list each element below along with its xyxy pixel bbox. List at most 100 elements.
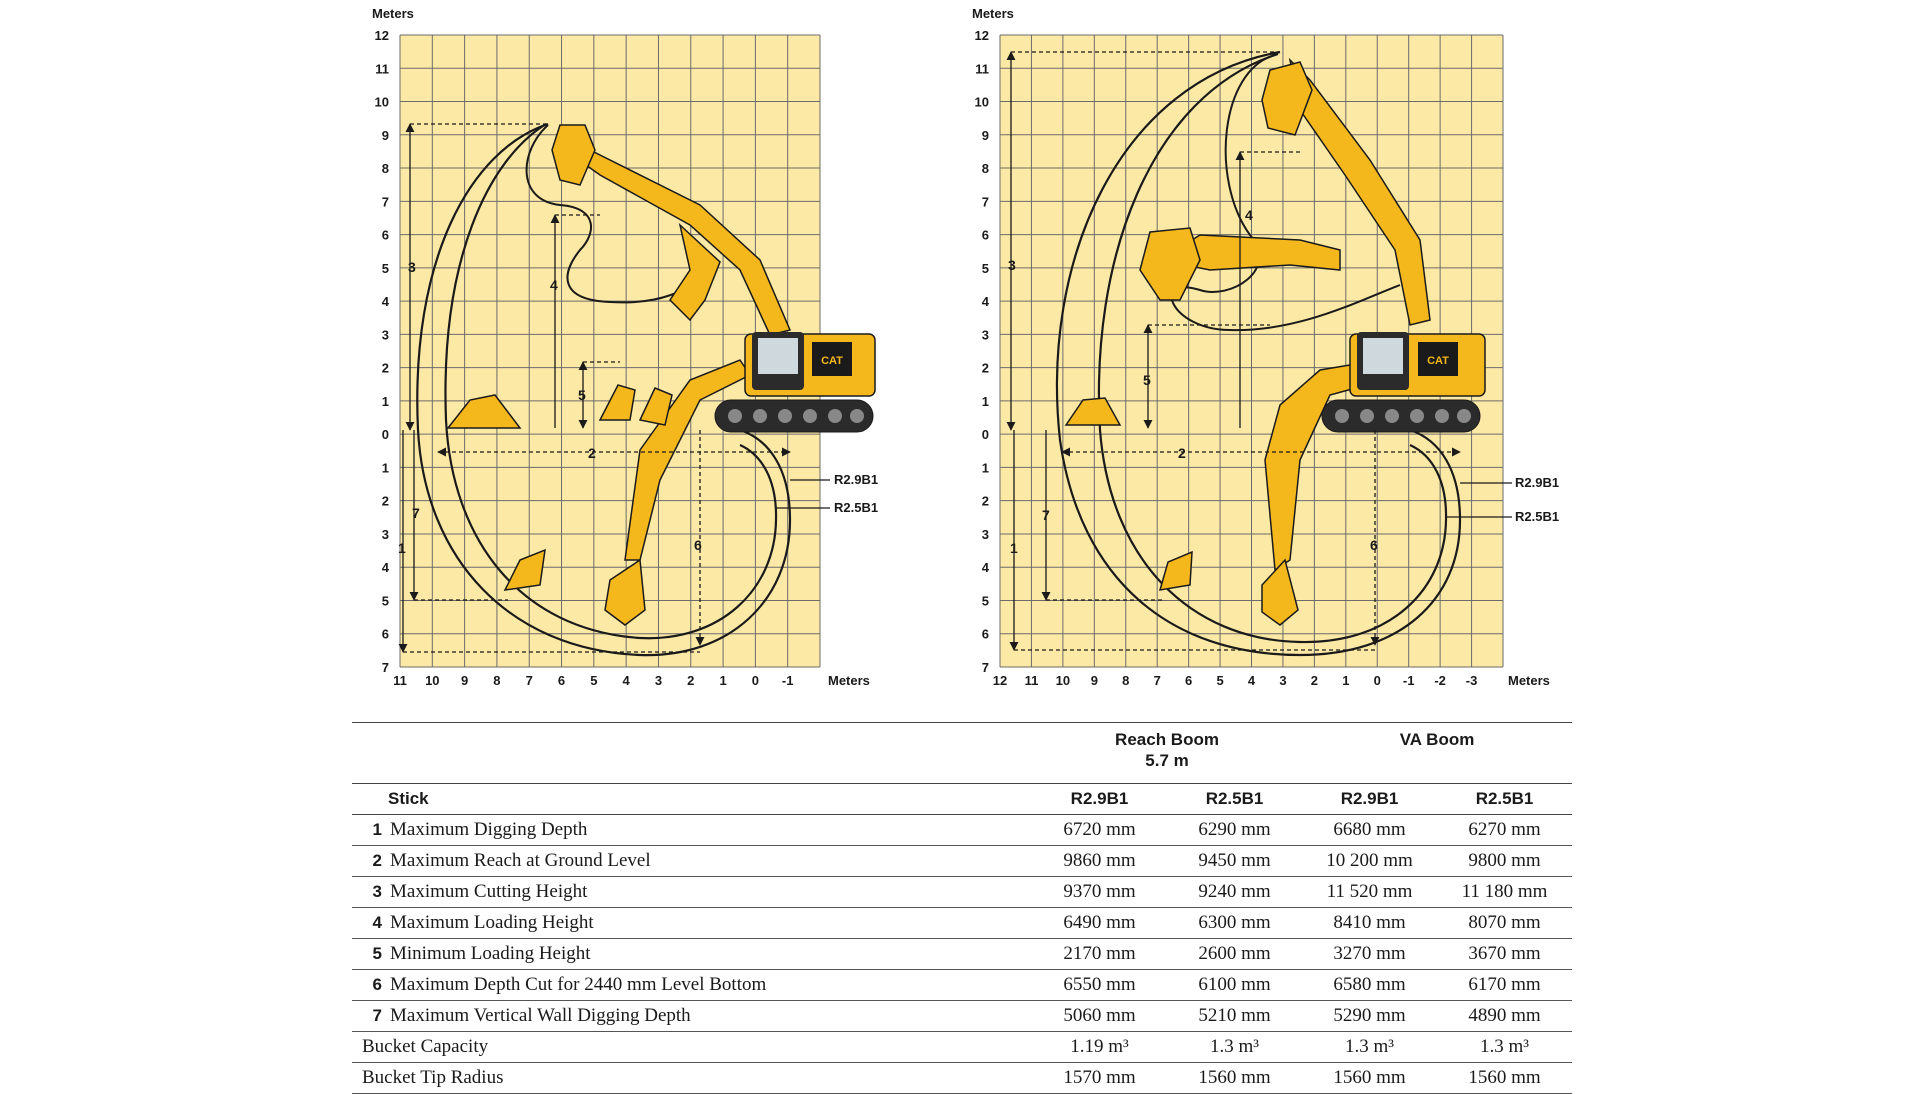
row-label: Maximum Cutting Height bbox=[390, 881, 588, 902]
value-cell: 1.3 m³ bbox=[1302, 1031, 1438, 1063]
y-tick-label: 5 bbox=[382, 261, 389, 276]
row-number: 1 bbox=[372, 820, 382, 839]
y-tick-label: 8 bbox=[382, 161, 389, 176]
y-tick-label: 10 bbox=[375, 95, 389, 110]
column-header: R2.9B1 bbox=[1302, 783, 1438, 815]
x-tick-label: 3 bbox=[1279, 673, 1286, 688]
x-tick-label: 2 bbox=[687, 673, 694, 688]
column-header: R2.9B1 bbox=[1032, 783, 1167, 815]
x-tick-label: 4 bbox=[623, 673, 631, 688]
curve-r25b1 bbox=[1097, 52, 1448, 644]
dimension-label-5: 5 bbox=[578, 387, 586, 403]
grid-lines bbox=[399, 34, 821, 668]
value-cell: 8070 mm bbox=[1437, 907, 1573, 939]
y-tick-label: 7 bbox=[982, 660, 989, 675]
y-tick-label: 1 bbox=[982, 394, 989, 409]
value-cell: 8410 mm bbox=[1302, 907, 1438, 939]
stick-header: Stick bbox=[352, 783, 1032, 815]
specification-table: Reach Boom 5.7 m VA Boom Stick R2.9B1 R2… bbox=[352, 722, 1573, 1094]
row-label: Bucket Tip Radius bbox=[362, 1067, 504, 1088]
value-cell: 2170 mm bbox=[1032, 938, 1167, 970]
dimension-label-7: 7 bbox=[1042, 507, 1050, 523]
x-tick-label: 1 bbox=[1342, 673, 1349, 688]
row-label-cell: 6 Maximum Depth Cut for 2440 mm Level Bot… bbox=[352, 969, 1032, 1001]
y-tick-label: 4 bbox=[382, 560, 390, 575]
x-tick-label: 6 bbox=[1185, 673, 1192, 688]
x-tick-label: 2 bbox=[1311, 673, 1318, 688]
y-tick-label: 2 bbox=[982, 494, 989, 509]
y-tick-label: 7 bbox=[982, 194, 989, 209]
excavator-arm bbox=[1139, 57, 1431, 626]
x-tick-label: 6 bbox=[558, 673, 565, 688]
value-cell: 9800 mm bbox=[1437, 845, 1573, 877]
column-header: R2.5B1 bbox=[1167, 783, 1303, 815]
y-tick-label: 4 bbox=[982, 560, 990, 575]
group-header-spacer bbox=[352, 723, 1032, 784]
value-cell: 9240 mm bbox=[1167, 876, 1303, 908]
value-cell: 11 180 mm bbox=[1437, 876, 1573, 908]
value-cell: 1570 mm bbox=[1032, 1062, 1167, 1094]
group-sublabel: 5.7 m bbox=[1145, 751, 1189, 770]
y-tick-label: 4 bbox=[982, 294, 990, 309]
dimension-label-1: 1 bbox=[1010, 540, 1018, 556]
x-tick-label: 9 bbox=[461, 673, 468, 688]
value-cell: 6170 mm bbox=[1437, 969, 1573, 1001]
y-tick-label: 3 bbox=[382, 527, 389, 542]
y-tick-label: 5 bbox=[982, 261, 989, 276]
dimension-label-3: 3 bbox=[1008, 257, 1016, 273]
x-tick-label: -1 bbox=[782, 673, 794, 688]
value-cell: 10 200 mm bbox=[1302, 845, 1438, 877]
dimension-label-4: 4 bbox=[1245, 207, 1253, 223]
row-label: Maximum Depth Cut for 2440 mm Level Bott… bbox=[390, 974, 767, 995]
row-number: 5 bbox=[372, 944, 382, 963]
row-label-cell: 1 Maximum Digging Depth bbox=[352, 814, 1032, 846]
group-label: Reach Boom bbox=[1115, 730, 1219, 749]
row-label: Bucket Capacity bbox=[362, 1036, 489, 1057]
y-tick-label: 0 bbox=[982, 427, 989, 442]
value-cell: 4890 mm bbox=[1437, 1000, 1573, 1032]
x-tick-label: 5 bbox=[590, 673, 597, 688]
value-cell: 1.3 m³ bbox=[1437, 1031, 1573, 1063]
value-cell: 9450 mm bbox=[1167, 845, 1303, 877]
y-tick-label: 3 bbox=[982, 527, 989, 542]
bucket-positions bbox=[1064, 397, 1193, 591]
row-number: 6 bbox=[372, 975, 382, 994]
x-tick-label: -1 bbox=[1403, 673, 1415, 688]
y-tick-label: 6 bbox=[382, 627, 389, 642]
value-cell: 3270 mm bbox=[1302, 938, 1438, 970]
dimension-label-2: 2 bbox=[588, 445, 596, 461]
y-tick-label: 1 bbox=[382, 394, 389, 409]
y-tick-label: 3 bbox=[382, 327, 389, 342]
y-tick-label: 9 bbox=[382, 128, 389, 143]
y-tick-label: 3 bbox=[982, 327, 989, 342]
y-tick-label: 6 bbox=[982, 627, 989, 642]
value-cell: 11 520 mm bbox=[1302, 876, 1438, 908]
x-tick-label: 5 bbox=[1216, 673, 1223, 688]
dimension-label-6: 6 bbox=[694, 537, 702, 553]
x-tick-label: 1 bbox=[719, 673, 726, 688]
x-axis-unit-label: Meters bbox=[828, 673, 870, 688]
value-cell: 2600 mm bbox=[1167, 938, 1303, 970]
group-label: VA Boom bbox=[1399, 730, 1475, 749]
curve-r25b1 bbox=[444, 123, 778, 640]
row-label-cell: Bucket Tip Radius bbox=[352, 1062, 1032, 1094]
value-cell: 6720 mm bbox=[1032, 814, 1167, 846]
column-header-row: Stick R2.9B1 R2.5B1 R2.9B1 R2.5B1 bbox=[352, 783, 1573, 815]
y-tick-label: 5 bbox=[382, 593, 389, 608]
x-tick-label: 0 bbox=[1374, 673, 1381, 688]
dimension-label-6: 6 bbox=[1370, 537, 1378, 553]
x-tick-label: 3 bbox=[655, 673, 662, 688]
row-label: Maximum Digging Depth bbox=[390, 819, 588, 840]
value-cell: 6680 mm bbox=[1302, 814, 1438, 846]
group-header-row: Reach Boom 5.7 m VA Boom bbox=[352, 723, 1572, 784]
row-number: 7 bbox=[372, 1006, 382, 1025]
